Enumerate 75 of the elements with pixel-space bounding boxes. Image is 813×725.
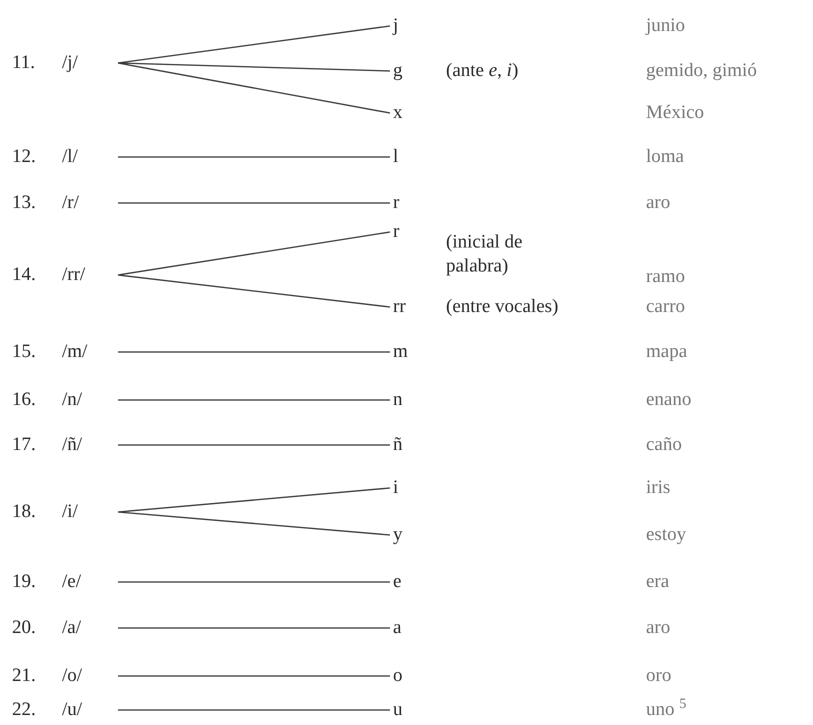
phoneme-label: /j/ (62, 51, 118, 75)
connector-line (118, 581, 390, 583)
letter-label: o (390, 664, 402, 688)
connector-line (118, 511, 390, 536)
connector-line (118, 62, 390, 114)
letter-label: y (390, 523, 402, 547)
phoneme-label: /l/ (62, 145, 118, 169)
letter-label: r (390, 191, 400, 215)
row-number: 21. (12, 664, 36, 688)
phoneme-label: /r/ (62, 191, 118, 215)
letter-label: x (390, 101, 402, 125)
phoneme-label: /u/ (62, 698, 118, 722)
connector-line (118, 709, 390, 711)
connector-line (118, 25, 390, 64)
row-number: 13. (12, 191, 36, 215)
letter-label: ñ (390, 433, 402, 457)
phoneme-label: /a/ (62, 616, 118, 640)
phoneme-label: /n/ (62, 388, 118, 412)
connector-line (118, 274, 390, 308)
example-word: uno $^{5}$ (646, 698, 686, 722)
letter-label: m (390, 340, 408, 364)
row-number: 22. (12, 698, 36, 722)
connector-line (118, 444, 390, 446)
letter-label: rr (390, 295, 406, 319)
connector-line (118, 627, 390, 629)
example-word: ramo (646, 265, 686, 289)
row-number: 11. (12, 51, 36, 75)
connector-line (118, 487, 390, 513)
connector-line (118, 231, 390, 276)
example-word: loma (646, 145, 684, 169)
row-number: 16. (12, 388, 36, 412)
letter-label: g (390, 59, 402, 83)
example-word: carro (646, 295, 686, 319)
row-number: 20. (12, 616, 36, 640)
row-number: 14. (12, 263, 36, 287)
letter-label: a (390, 616, 402, 640)
letter-label: i (390, 476, 398, 500)
connector-line (118, 351, 390, 353)
phoneme-label: /o/ (62, 664, 118, 688)
connector-line (118, 675, 390, 677)
phoneme-label: /rr/ (62, 263, 118, 287)
letter-label: r (390, 220, 400, 244)
example-word: caño (646, 433, 682, 457)
example-word: oro (646, 664, 672, 688)
example-word: México (646, 101, 704, 125)
connector-line (118, 399, 390, 401)
row-number: 19. (12, 570, 36, 594)
example-word: enano (646, 388, 692, 412)
row-number: 18. (12, 500, 36, 524)
example-word: mapa (646, 340, 688, 364)
phoneme-label: /m/ (62, 340, 118, 364)
example-word: junio (646, 14, 686, 38)
phoneme-label: /i/ (62, 500, 118, 524)
connector-line (118, 202, 390, 204)
note-text: (ante e, i) (446, 59, 520, 83)
row-number: 15. (12, 340, 36, 364)
example-word: estoy (646, 523, 686, 547)
phoneme-label: /e/ (62, 570, 118, 594)
example-word: gemido, gimió (646, 59, 757, 83)
note-text: (inicial de palabra) (446, 230, 524, 278)
phoneme-label: /ñ/ (62, 433, 118, 457)
letter-label: l (390, 145, 398, 169)
row-number: 17. (12, 433, 36, 457)
example-word: era (646, 570, 670, 594)
row-number: 12. (12, 145, 36, 169)
letter-label: j (390, 14, 398, 38)
letter-label: n (390, 388, 402, 412)
connector-line (118, 62, 390, 72)
letter-label: u (390, 698, 402, 722)
letter-label: e (390, 570, 402, 594)
example-word: aro (646, 616, 670, 640)
connector-line (118, 156, 390, 158)
note-text: (entre vocales) (446, 295, 560, 319)
example-word: iris (646, 476, 670, 500)
example-word: aro (646, 191, 670, 215)
